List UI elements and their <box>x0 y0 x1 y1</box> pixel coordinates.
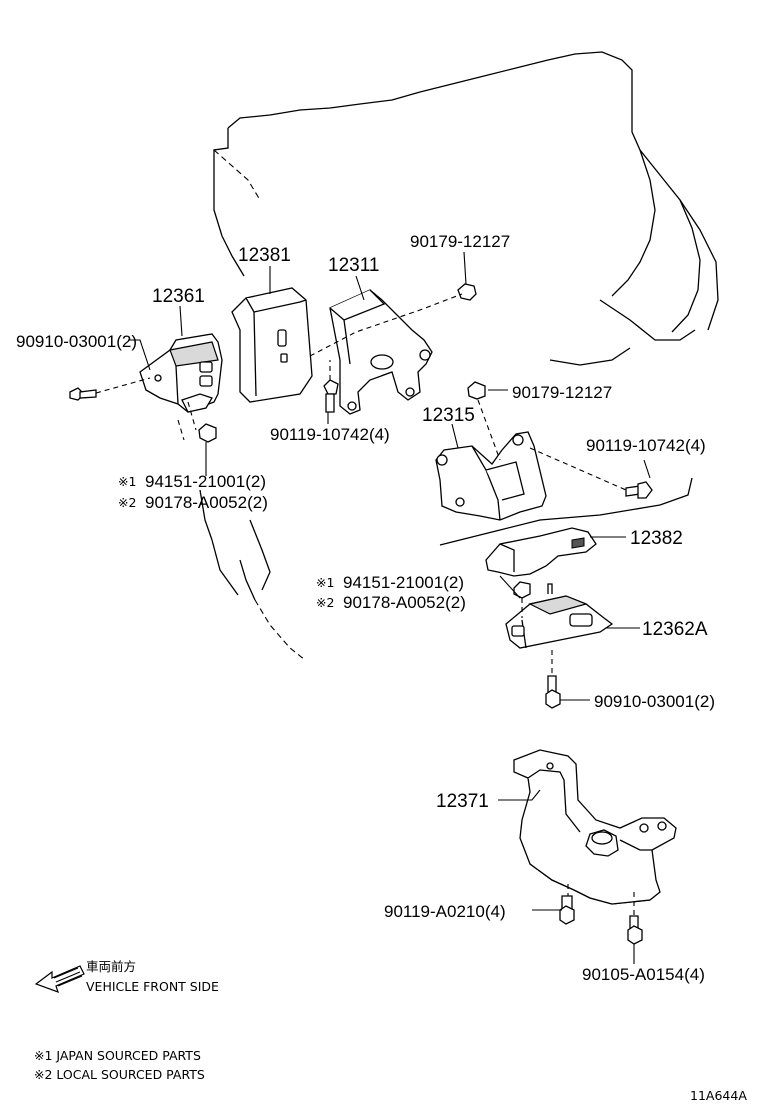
direction-label-en: VEHICLE FRONT SIDE <box>86 979 219 994</box>
label-12371: 12371 <box>436 791 489 812</box>
vehicle-front-arrow-icon <box>34 965 85 993</box>
label-90179-mid: 90179-12127 <box>512 383 612 402</box>
bolt-90119-mid-shape <box>323 379 339 413</box>
label-12361: 12361 <box>152 286 205 307</box>
label-90105-A0154: 90105-A0154(4) <box>582 965 705 984</box>
direction-label-jp: 車両前方 <box>86 959 136 974</box>
label-90178-left: 90178-A0052(2) <box>145 493 268 512</box>
nut-94151-left-shape <box>198 423 217 443</box>
label-12382: 12382 <box>630 528 683 549</box>
label-90119-10742-left: 90119-10742(4) <box>270 425 390 444</box>
bolt-90910-right-shape <box>545 675 561 709</box>
nut-90179-top-shape <box>457 283 477 301</box>
mark-2-left: ※2 <box>118 495 136 510</box>
label-90910-left: 90910-03001(2) <box>16 332 137 351</box>
mark-1-left: ※1 <box>118 474 136 489</box>
assembly-lines-bottom <box>567 884 635 916</box>
mark-1-right: ※1 <box>316 575 334 590</box>
legend-note-2: ※2 LOCAL SOURCED PARTS <box>34 1067 205 1082</box>
part-12362A-shape <box>505 583 614 649</box>
assembly-lines-lower <box>521 598 553 676</box>
assembly-lines-mid <box>477 399 627 491</box>
part-12315-shape <box>435 431 547 521</box>
nut-90179-mid-shape <box>467 381 486 400</box>
part-12311-shape <box>329 289 433 415</box>
nut-94151-right-shape <box>513 581 531 599</box>
figure-id: 11A644A <box>690 1088 747 1103</box>
bolt-90910-left-shape <box>69 387 97 401</box>
bolt-90119-A0210-shape <box>559 895 575 925</box>
assembly-lines-top <box>95 293 463 441</box>
label-12311: 12311 <box>328 255 379 276</box>
engine-outline <box>199 51 719 661</box>
part-12381-shape <box>231 287 313 403</box>
part-12361-shape <box>139 333 223 413</box>
label-90119-A0210: 90119-A0210(4) <box>384 902 506 921</box>
label-90179-top: 90179-12127 <box>410 232 510 251</box>
label-90910-right: 90910-03001(2) <box>594 692 715 711</box>
legend-note-1: ※1 JAPAN SOURCED PARTS <box>34 1048 201 1063</box>
label-94151-left: 94151-21001(2) <box>145 472 266 491</box>
bolt-90105-shape <box>627 915 643 945</box>
label-12381: 12381 <box>238 245 291 266</box>
label-12362A: 12362A <box>642 619 708 640</box>
part-12382-shape <box>485 527 597 577</box>
part-labels: 12381 12311 90179-12127 12361 90910-0300… <box>16 232 715 984</box>
label-94151-right: 94151-21001(2) <box>343 573 464 592</box>
leader-lines <box>128 251 651 964</box>
part-12371-shape <box>513 749 677 905</box>
mark-2-right: ※2 <box>316 595 334 610</box>
label-90119-10742-right: 90119-10742(4) <box>586 436 706 455</box>
bolt-90119-right-shape <box>625 481 653 499</box>
label-90178-right: 90178-A0052(2) <box>343 593 466 612</box>
label-12315: 12315 <box>422 405 475 426</box>
